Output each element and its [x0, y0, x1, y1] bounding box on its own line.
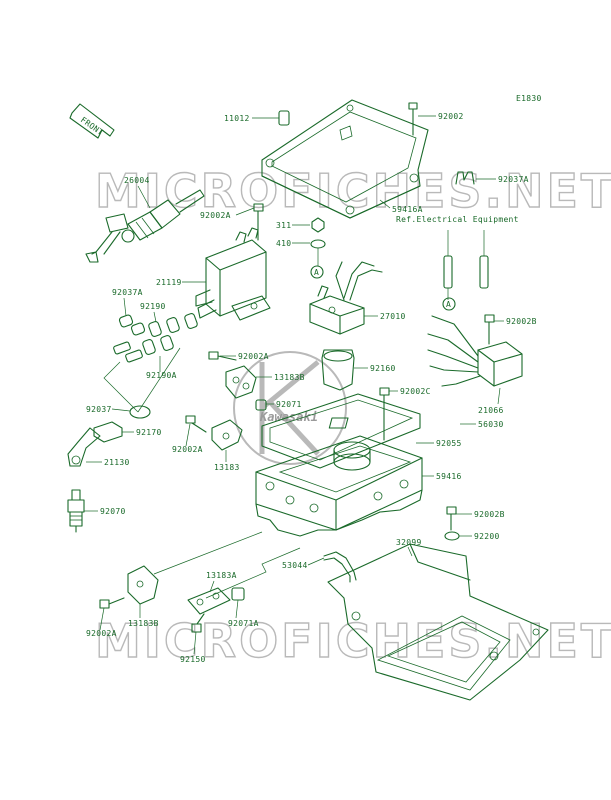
label-21066: 21066	[478, 406, 504, 415]
label-92002a-1: 92002A	[200, 211, 231, 220]
bracket-13183	[211, 419, 243, 451]
bolt-92002b-lower	[446, 506, 457, 531]
nut-311	[311, 217, 325, 233]
bolt-92002a-bottom	[99, 597, 125, 609]
bolt-92002	[408, 102, 418, 136]
label-92002c: 92002C	[400, 387, 431, 396]
label-92002b-2: 92002B	[474, 510, 505, 519]
ignition-coil-21119	[195, 227, 271, 321]
ref-electrical-note: Ref.Electrical Equipment	[396, 215, 519, 224]
label-21130: 21130	[104, 458, 130, 467]
front-arrow-icon: FRONT	[69, 103, 115, 139]
label-92002a-4: 92002A	[86, 629, 117, 638]
label-59416: 59416	[436, 472, 462, 481]
label-13183b-2: 13183B	[128, 619, 159, 628]
part-92071	[255, 399, 267, 411]
cover-59416a	[261, 99, 429, 219]
plate-32099	[327, 543, 549, 701]
marker-a-left	[310, 265, 324, 279]
clamp-92037	[129, 405, 151, 419]
bracket-13183b	[225, 365, 257, 399]
label-92002: 92002	[438, 112, 464, 121]
marker-a-right	[442, 297, 456, 311]
watermark-bottom: MICROFICHES.NET	[95, 614, 611, 668]
bolt-92002a-lower	[185, 415, 207, 433]
callouts: 11012 92002 92037A 26004 59416A 92002A 3…	[84, 112, 537, 664]
label-92055: 92055	[436, 439, 462, 448]
bolt-92002a-coil	[253, 203, 264, 241]
label-92002a-3: 92002A	[172, 445, 203, 454]
label-92200: 92200	[474, 532, 500, 541]
hose-53044	[323, 551, 357, 581]
label-92037a-top: 92037A	[498, 175, 529, 184]
case-59416	[255, 435, 423, 537]
part-11012	[278, 110, 290, 126]
gasket-92055	[261, 393, 421, 469]
caps-92190	[113, 313, 198, 363]
label-92070: 92070	[100, 507, 126, 516]
spark-plug-92070	[67, 489, 85, 533]
regulator-21066	[427, 315, 523, 387]
fuses-ref	[443, 230, 489, 300]
part-26004	[85, 189, 205, 263]
label-27010: 27010	[380, 312, 406, 321]
label-32099: 32099	[396, 538, 422, 547]
washer-410	[310, 239, 326, 249]
label-311: 311	[276, 221, 291, 230]
label-13183b: 13183B	[274, 373, 305, 382]
washer-92200	[444, 531, 460, 541]
label-92160: 92160	[370, 364, 396, 373]
boot-92170	[93, 421, 123, 443]
grommet-92160	[321, 349, 355, 391]
watermark-top: MICROFICHES.NET	[95, 164, 611, 218]
label-92002a-2: 92002A	[238, 352, 269, 361]
bolt-92002a-mid	[208, 351, 237, 361]
label-59416a: 59416A	[392, 205, 423, 214]
clip-92037a-top	[455, 171, 475, 185]
label-92002b: 92002B	[506, 317, 537, 326]
bolt-92002b	[484, 314, 495, 345]
label-11012: 11012	[224, 114, 250, 123]
label-56030	[328, 417, 349, 429]
bracket-13183b-lower	[127, 565, 159, 605]
label-410: 410	[276, 239, 291, 248]
label-26004: 26004	[124, 176, 150, 185]
label-92037a-left: 92037A	[112, 288, 143, 297]
label-92037: 92037	[86, 405, 112, 414]
label-13183: 13183	[214, 463, 240, 472]
label-13183a: 13183A	[206, 571, 237, 580]
bracket-13183a	[187, 587, 231, 615]
part-92071a	[231, 587, 245, 601]
relay-27010	[309, 261, 383, 335]
label-92071: 92071	[276, 400, 302, 409]
label-92190a: 92190A	[146, 371, 177, 380]
label-92190: 92190	[140, 302, 166, 311]
label-21119: 21119	[156, 278, 182, 287]
label-92150: 92150	[180, 655, 206, 664]
diagram-code: E1830	[516, 94, 542, 103]
bolt-92150	[191, 613, 205, 633]
label-56030: 56030	[478, 420, 504, 429]
leader-case-lower	[153, 531, 301, 599]
marker-a-left-text: A	[314, 268, 319, 277]
plug-cap-21130	[67, 427, 101, 467]
marker-a-right-text: A	[446, 300, 451, 309]
label-92170: 92170	[136, 428, 162, 437]
label-53044: 53044	[282, 561, 308, 570]
label-92071a: 92071A	[228, 619, 259, 628]
